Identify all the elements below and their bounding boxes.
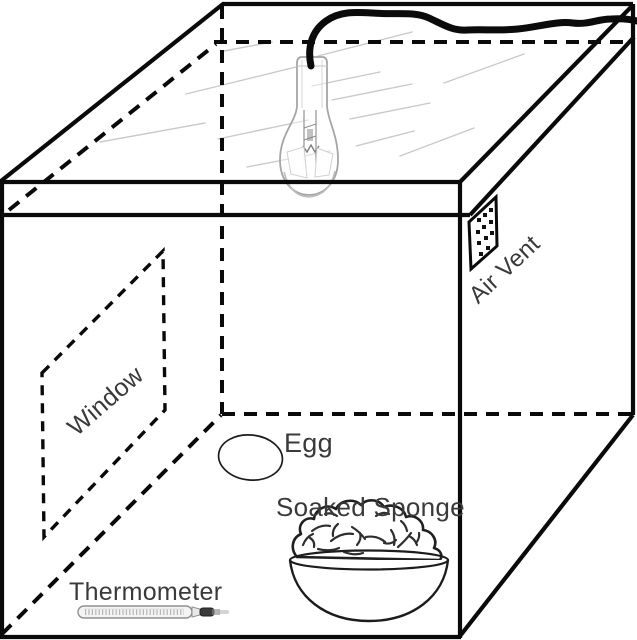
- power-cord: [306, 8, 637, 70]
- bulb-filament: [302, 110, 320, 163]
- sponge-texture: [301, 511, 421, 556]
- thermometer-tip: [199, 607, 215, 617]
- bowl-rim: [288, 549, 450, 571]
- air-vent-holes: [476, 208, 494, 256]
- sponge: [291, 499, 443, 562]
- egg-label: Egg: [284, 428, 333, 458]
- sponge-bowl: [288, 499, 450, 623]
- thermometer-label: Thermometer: [69, 578, 223, 606]
- soaked-sponge-label: Soaked Sponge: [276, 492, 465, 522]
- bowl-body: [288, 559, 450, 623]
- light-bulb: [279, 56, 339, 198]
- window-opening: [40, 246, 167, 542]
- egg: [217, 434, 284, 481]
- top-face-streaks: [99, 31, 525, 168]
- thermometer: [77, 605, 229, 619]
- air-vent-grille: [467, 193, 499, 273]
